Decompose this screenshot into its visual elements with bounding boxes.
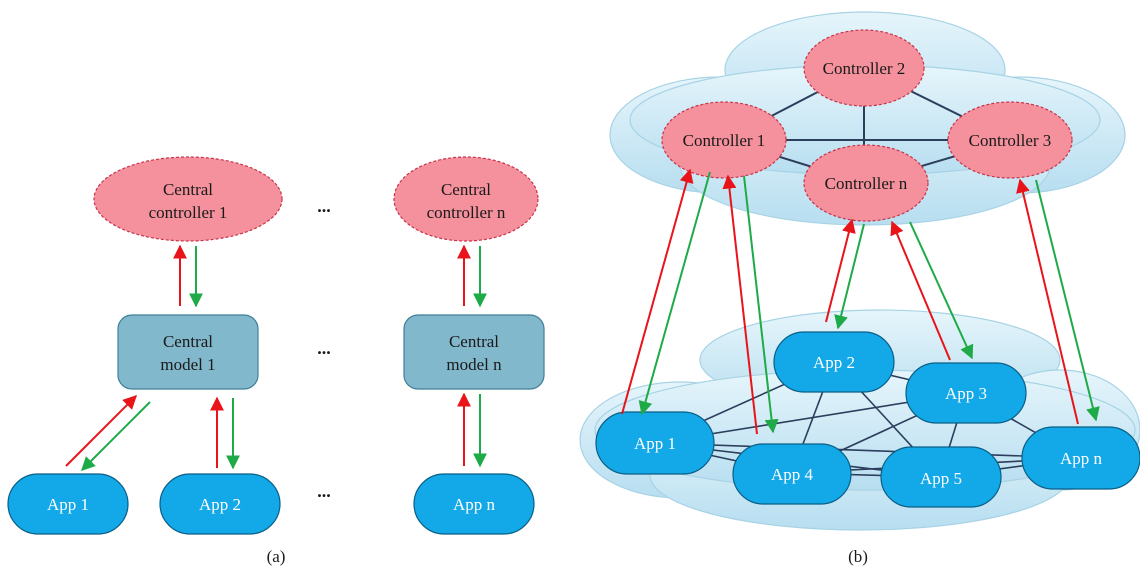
app-node: App 1 bbox=[7, 473, 129, 535]
panel-b-arrows bbox=[621, 168, 1100, 435]
controller-label-line2: controller n bbox=[427, 203, 506, 222]
uplink-arrow bbox=[621, 168, 694, 415]
ellipsis: ... bbox=[317, 481, 331, 501]
controller-n: Controller n bbox=[803, 144, 929, 222]
downlink-arrow bbox=[834, 223, 865, 330]
app-node: App n bbox=[413, 473, 535, 535]
panel-a-arrows bbox=[65, 244, 487, 471]
downlink-arrow bbox=[743, 175, 779, 434]
app-node: App 5 bbox=[880, 446, 1002, 508]
app-label: App 1 bbox=[634, 434, 676, 453]
ellipsis: ... bbox=[317, 338, 331, 358]
app-node: App 2 bbox=[159, 473, 281, 535]
controller-label: Controller 3 bbox=[969, 131, 1052, 150]
app-label: App 1 bbox=[47, 495, 89, 514]
panel-a: Central controller 1 Central controller … bbox=[7, 156, 545, 566]
app-label: App n bbox=[453, 495, 496, 514]
app-label: App n bbox=[1060, 449, 1103, 468]
model-label-line2: model 1 bbox=[160, 355, 215, 374]
app-label: App 2 bbox=[199, 495, 241, 514]
central-controller-1: Central controller 1 bbox=[93, 156, 283, 242]
app-node: App 3 bbox=[905, 362, 1027, 424]
uplink-arrow bbox=[825, 218, 856, 323]
panel-caption: (a) bbox=[267, 547, 286, 566]
app-node: App n bbox=[1021, 426, 1140, 490]
app-node: App 2 bbox=[773, 331, 895, 393]
downlink-arrow bbox=[81, 401, 151, 471]
downlink-arrow bbox=[909, 221, 974, 360]
app-node: App 1 bbox=[595, 411, 715, 475]
controller-3: Controller 3 bbox=[947, 101, 1073, 179]
app-label: App 2 bbox=[813, 353, 855, 372]
downlink-arrow bbox=[638, 171, 711, 416]
app-label: App 5 bbox=[920, 469, 962, 488]
central-controller-n: Central controller n bbox=[393, 156, 539, 242]
central-model-n: Central model n bbox=[403, 314, 545, 390]
model-label-line2: model n bbox=[446, 355, 502, 374]
model-label-line1: Central bbox=[163, 332, 213, 351]
uplink-arrow bbox=[722, 174, 758, 435]
central-model-1: Central model 1 bbox=[117, 314, 259, 390]
uplink-arrow bbox=[65, 395, 137, 467]
app-label: App 4 bbox=[771, 465, 814, 484]
controller-label-line1: Central bbox=[441, 180, 491, 199]
panel-b: Controller 2 Controller 1 Controller 3 C… bbox=[579, 11, 1140, 566]
controller-label: Controller 2 bbox=[823, 59, 906, 78]
controller-label: Controller 1 bbox=[683, 131, 766, 150]
controller-label-line1: Central bbox=[163, 180, 213, 199]
app-node: App 4 bbox=[732, 443, 852, 505]
controller-1: Controller 1 bbox=[661, 101, 787, 179]
model-label-line1: Central bbox=[449, 332, 499, 351]
panel-caption: (b) bbox=[848, 547, 868, 566]
controller-label: Controller n bbox=[825, 174, 908, 193]
controller-label-line2: controller 1 bbox=[149, 203, 228, 222]
controller-2: Controller 2 bbox=[803, 29, 925, 107]
downlink-arrow bbox=[1035, 179, 1100, 422]
app-label: App 3 bbox=[945, 384, 987, 403]
uplink-arrow bbox=[890, 220, 951, 361]
ellipsis: ... bbox=[317, 196, 331, 216]
uplink-arrow bbox=[1016, 178, 1079, 425]
